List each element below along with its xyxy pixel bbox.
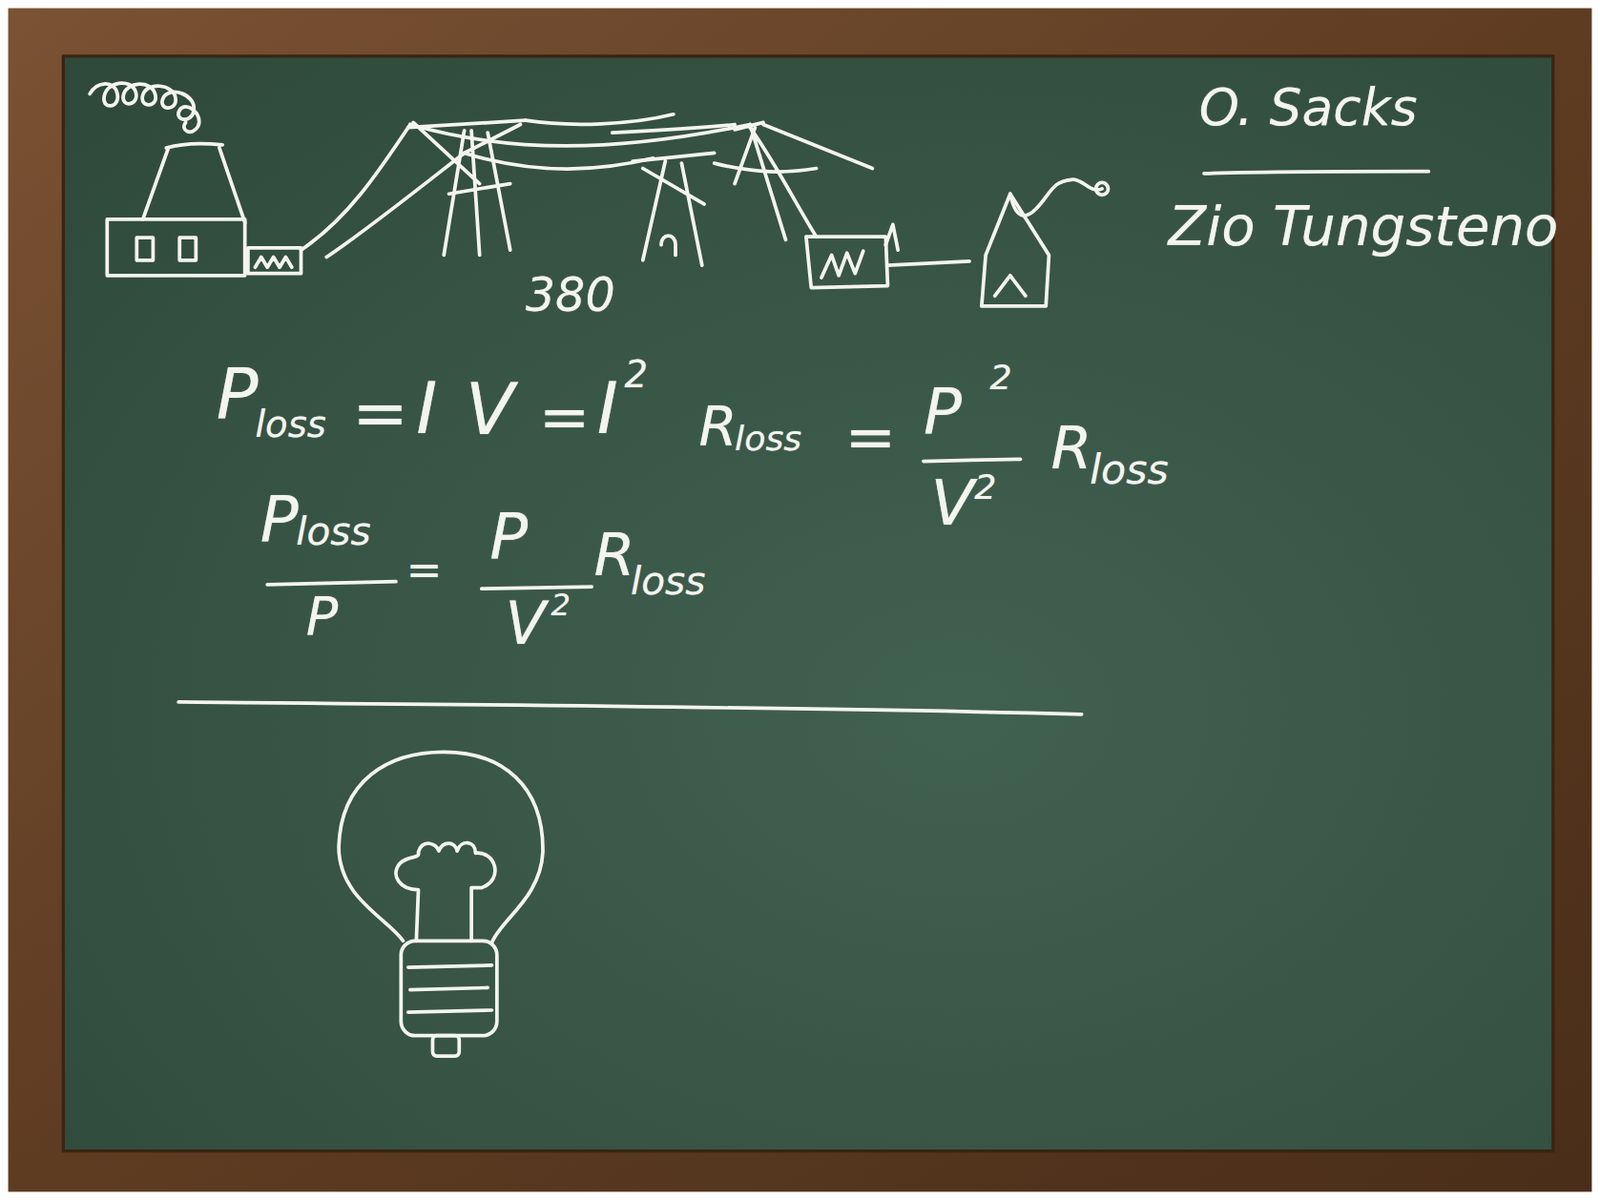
equation-symbol: R [699,399,738,456]
plant-window [179,237,196,261]
plant-chimney [143,144,246,224]
pylon [734,122,873,240]
equation-subscript: loss [295,512,372,552]
power-line [612,124,735,134]
equation-exponent: 2 [551,589,571,621]
voltage-value: 380 [525,271,616,319]
bulb-base [400,940,498,1036]
fraction-bar [267,581,396,585]
bulb-glass [338,751,543,943]
substation-coil [821,250,864,278]
equation-symbol: V [465,374,515,446]
power-line [525,114,674,125]
equation-exponent: 2 [974,469,997,504]
equation-subscript: loss [630,561,707,601]
fraction-bar [481,586,593,589]
equation-symbol: = [845,406,897,468]
equation-subscript: loss [734,420,802,456]
divider-line [178,702,1082,715]
equation-symbol: I [415,372,437,444]
author-name: O. Sacks [1199,82,1418,133]
power-line [326,152,464,257]
bulb-tip [432,1036,459,1057]
pylon [632,152,715,266]
equation-symbol: P [489,505,528,569]
equation-symbol: V [930,471,974,535]
equation-exponent: 2 [989,359,1012,395]
power-line [714,163,817,172]
equation-symbol: I [597,372,619,444]
fraction-bar [923,458,1021,461]
plant-window [136,237,153,261]
pylon [408,120,526,255]
power-line [410,124,750,146]
power-line [301,124,411,251]
equation-subscript: loss [254,406,326,444]
transformer-coil [254,257,292,269]
step-up-transformer [248,248,302,274]
power-line [464,152,654,169]
title-underline [1204,171,1429,174]
equation-symbol: P [260,487,299,551]
book-title: Zio Tungsteno [1168,199,1559,255]
equation-exponent: 2 [624,356,648,395]
equation-symbol: V [504,594,545,654]
wooden-frame [8,8,1593,1193]
equation-symbol: P [216,359,259,430]
equation-subscript: loss [1089,449,1169,491]
equation-symbol: P [923,379,962,443]
equation-symbol: = [352,379,409,448]
equation-symbol: = [539,385,591,447]
bulb-thread [408,965,493,1013]
house-feed-line [887,261,970,266]
equation-symbol: R [1051,418,1093,478]
smoke-puff [89,83,200,132]
house-detail [995,179,1102,296]
equation-symbol: P [306,589,339,644]
equation-symbol: R [593,525,635,585]
substation-mast [885,224,898,250]
substation [806,236,889,288]
equation-symbol: = [406,548,443,592]
lamp [1096,182,1109,195]
bulb-filament [395,843,496,942]
power-plant [106,219,245,276]
